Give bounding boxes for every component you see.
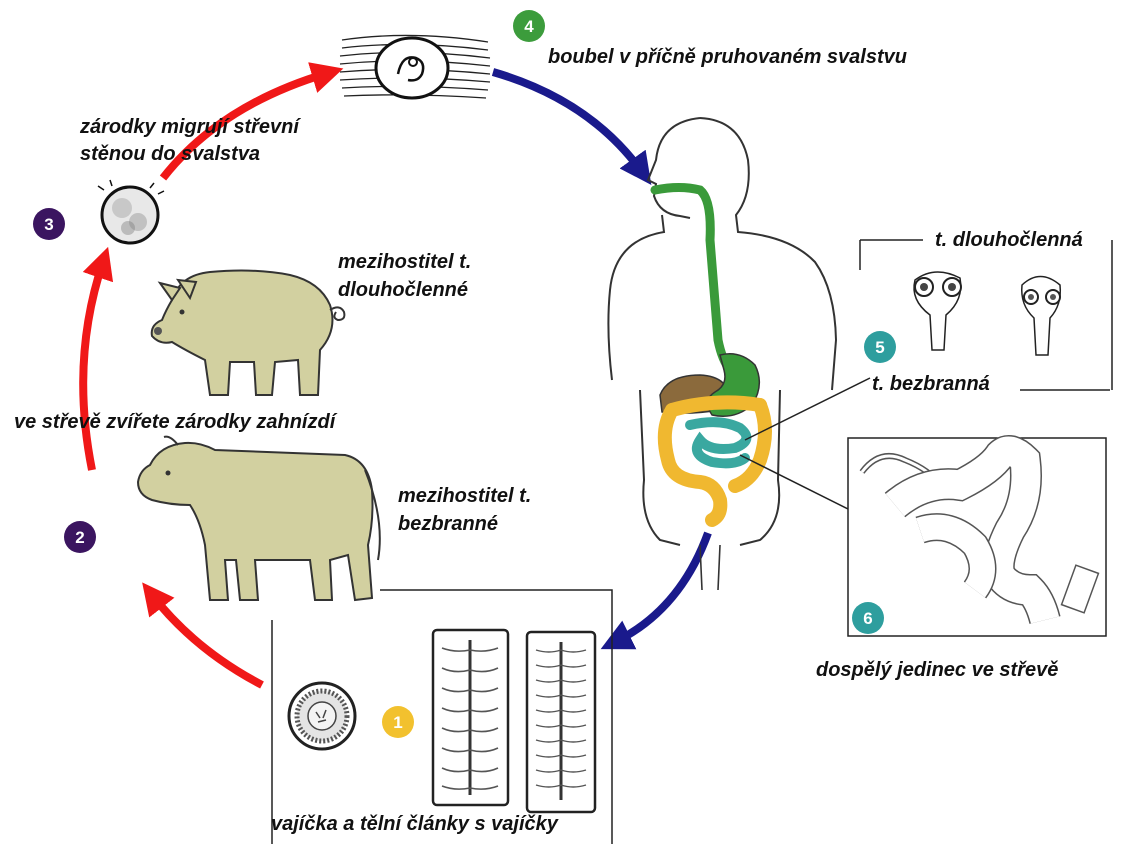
label-migration-line2: stěnou do svalstva: [80, 143, 260, 165]
step-badge-2: 2: [64, 521, 96, 553]
arrow-meat-to-human: [493, 72, 642, 172]
label-eggs-and-proglottids: vajíčka a tělní články s vajíčky: [271, 813, 559, 835]
label-solium: t. dlouhočlenná: [935, 229, 1083, 251]
eggs-proglottids-box: [272, 590, 612, 844]
cow-intermediate-host: [138, 437, 380, 600]
svg-text:1: 1: [393, 713, 402, 732]
label-pig-host-line1: mezihostitel t.: [338, 251, 471, 273]
arrow-eggs-to-cow: [152, 595, 262, 685]
arrow-human-to-eggs: [615, 533, 708, 642]
human-host-illustration: [608, 118, 870, 590]
label-cow-host-line2: bezbranné: [398, 513, 498, 535]
label-migration-line1: zárodky migrují střevní: [79, 116, 301, 138]
scolex-comparison-box: [860, 240, 1112, 390]
svg-text:3: 3: [44, 215, 53, 234]
svg-text:4: 4: [524, 17, 534, 36]
step-badge-5: 5: [864, 331, 896, 363]
scolex-solium-illustration: [914, 272, 961, 350]
step-badge-3: 3: [33, 208, 65, 240]
label-cyst-in-muscle: boubel v příčně pruhovaném svalstvu: [548, 46, 907, 68]
pig-intermediate-host: [152, 271, 345, 395]
label-pig-host-line2: dlouhočlenné: [338, 279, 468, 301]
svg-text:2: 2: [75, 528, 84, 547]
proglottid-saginata-illustration: [527, 632, 595, 812]
proglottid-solium-illustration: [433, 630, 508, 805]
adult-worm-box: [848, 438, 1106, 636]
label-adult-in-intestine: dospělý jedinec ve střevě: [816, 659, 1058, 681]
label-saginata: t. bezbranná: [872, 373, 990, 395]
label-intestine-nesting: ve střevě zvířete zárodky zahnízdí: [14, 411, 338, 433]
label-cow-host-line1: mezihostitel t.: [398, 485, 531, 507]
egg-illustration: [289, 683, 355, 749]
svg-text:6: 6: [863, 609, 872, 628]
step-badge-6: 6: [852, 602, 884, 634]
arrow-cow-to-cyst: [83, 262, 103, 470]
svg-text:5: 5: [875, 338, 884, 357]
step-badge-4: 4: [513, 10, 545, 42]
muscle-cyst-illustration: [340, 35, 490, 98]
scolex-saginata-illustration: [1022, 277, 1061, 356]
embryo-oncosphere-illustration: [98, 180, 164, 243]
step-badge-1: 1: [382, 706, 414, 738]
